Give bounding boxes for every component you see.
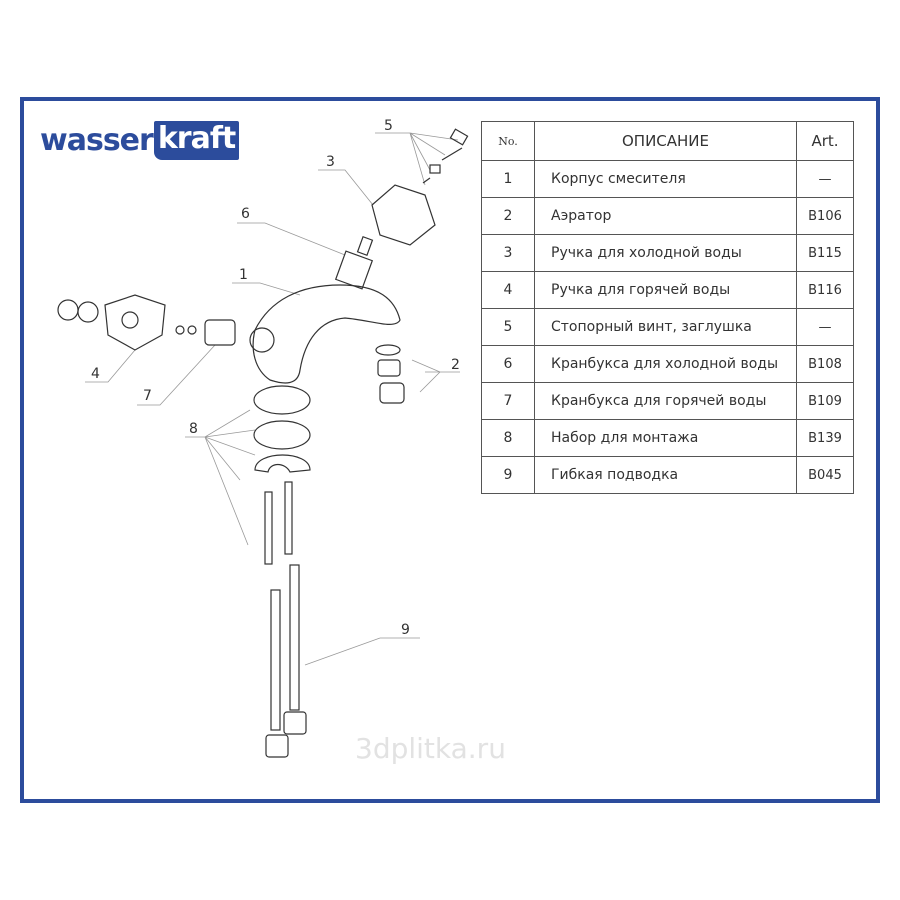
callout-8: 8 (189, 421, 198, 437)
row-no: 2 (481, 197, 535, 235)
callout-6: 6 (241, 206, 250, 222)
row-description: Ручка для горячей воды (534, 271, 797, 309)
row-art: B139 (796, 419, 854, 457)
callout-4: 4 (91, 366, 100, 382)
row-description: Корпус смесителя (534, 160, 797, 198)
row-description: Аэратор (534, 197, 797, 235)
row-description: Стопорный винт, заглушка (534, 308, 797, 346)
callout-3: 3 (326, 154, 335, 170)
row-description: Гибкая подводка (534, 456, 797, 494)
row-no: 6 (481, 345, 535, 383)
row-art: B116 (796, 271, 854, 309)
row-art: B115 (796, 234, 854, 272)
row-no: 8 (481, 419, 535, 457)
header-no: No. (481, 121, 535, 161)
part-9-flexible-hoses (265, 564, 307, 758)
part-2-aerator (375, 344, 405, 404)
part-3-cold-handle (371, 184, 436, 246)
leader-lines (85, 132, 460, 666)
row-description: Кранбукса для горячей воды (534, 382, 797, 420)
row-art: B045 (796, 456, 854, 494)
row-art: B106 (796, 197, 854, 235)
row-description: Набор для монтажа (534, 419, 797, 457)
callout-7: 7 (143, 388, 152, 404)
row-no: 9 (481, 456, 535, 494)
part-1-faucet-body (252, 284, 401, 384)
callout-1: 1 (239, 267, 248, 283)
logo-text-wasser: wasser (40, 122, 154, 158)
row-art: B108 (796, 345, 854, 383)
header-art: Art. (796, 121, 854, 161)
callout-5: 5 (384, 118, 393, 134)
callout-2: 2 (451, 357, 460, 373)
part-8-mounting-set (253, 385, 311, 565)
row-no: 5 (481, 308, 535, 346)
table-header-row: No. ОПИСАНИЕ Art. (481, 121, 854, 161)
part-4-hot-handle (57, 294, 166, 351)
row-no: 1 (481, 160, 535, 198)
part-5-screw-plug (422, 128, 469, 184)
row-description: Ручка для холодной воды (534, 234, 797, 272)
part-7-hot-cartridge (175, 319, 236, 346)
callout-labels: 5 3 6 1 4 7 2 8 9 (91, 118, 460, 638)
row-description: Кранбукса для холодной воды (534, 345, 797, 383)
row-no: 7 (481, 382, 535, 420)
watermark: 3dplitka.ru (355, 732, 506, 765)
row-no: 3 (481, 234, 535, 272)
row-no: 4 (481, 271, 535, 309)
logo-text-kraft: kraft (153, 120, 240, 160)
callout-9: 9 (401, 622, 410, 638)
row-art: — (796, 160, 854, 198)
header-description: ОПИСАНИЕ (534, 121, 797, 161)
part-6-cold-cartridge (334, 236, 374, 290)
row-art: B109 (796, 382, 854, 420)
row-art: — (796, 308, 854, 346)
